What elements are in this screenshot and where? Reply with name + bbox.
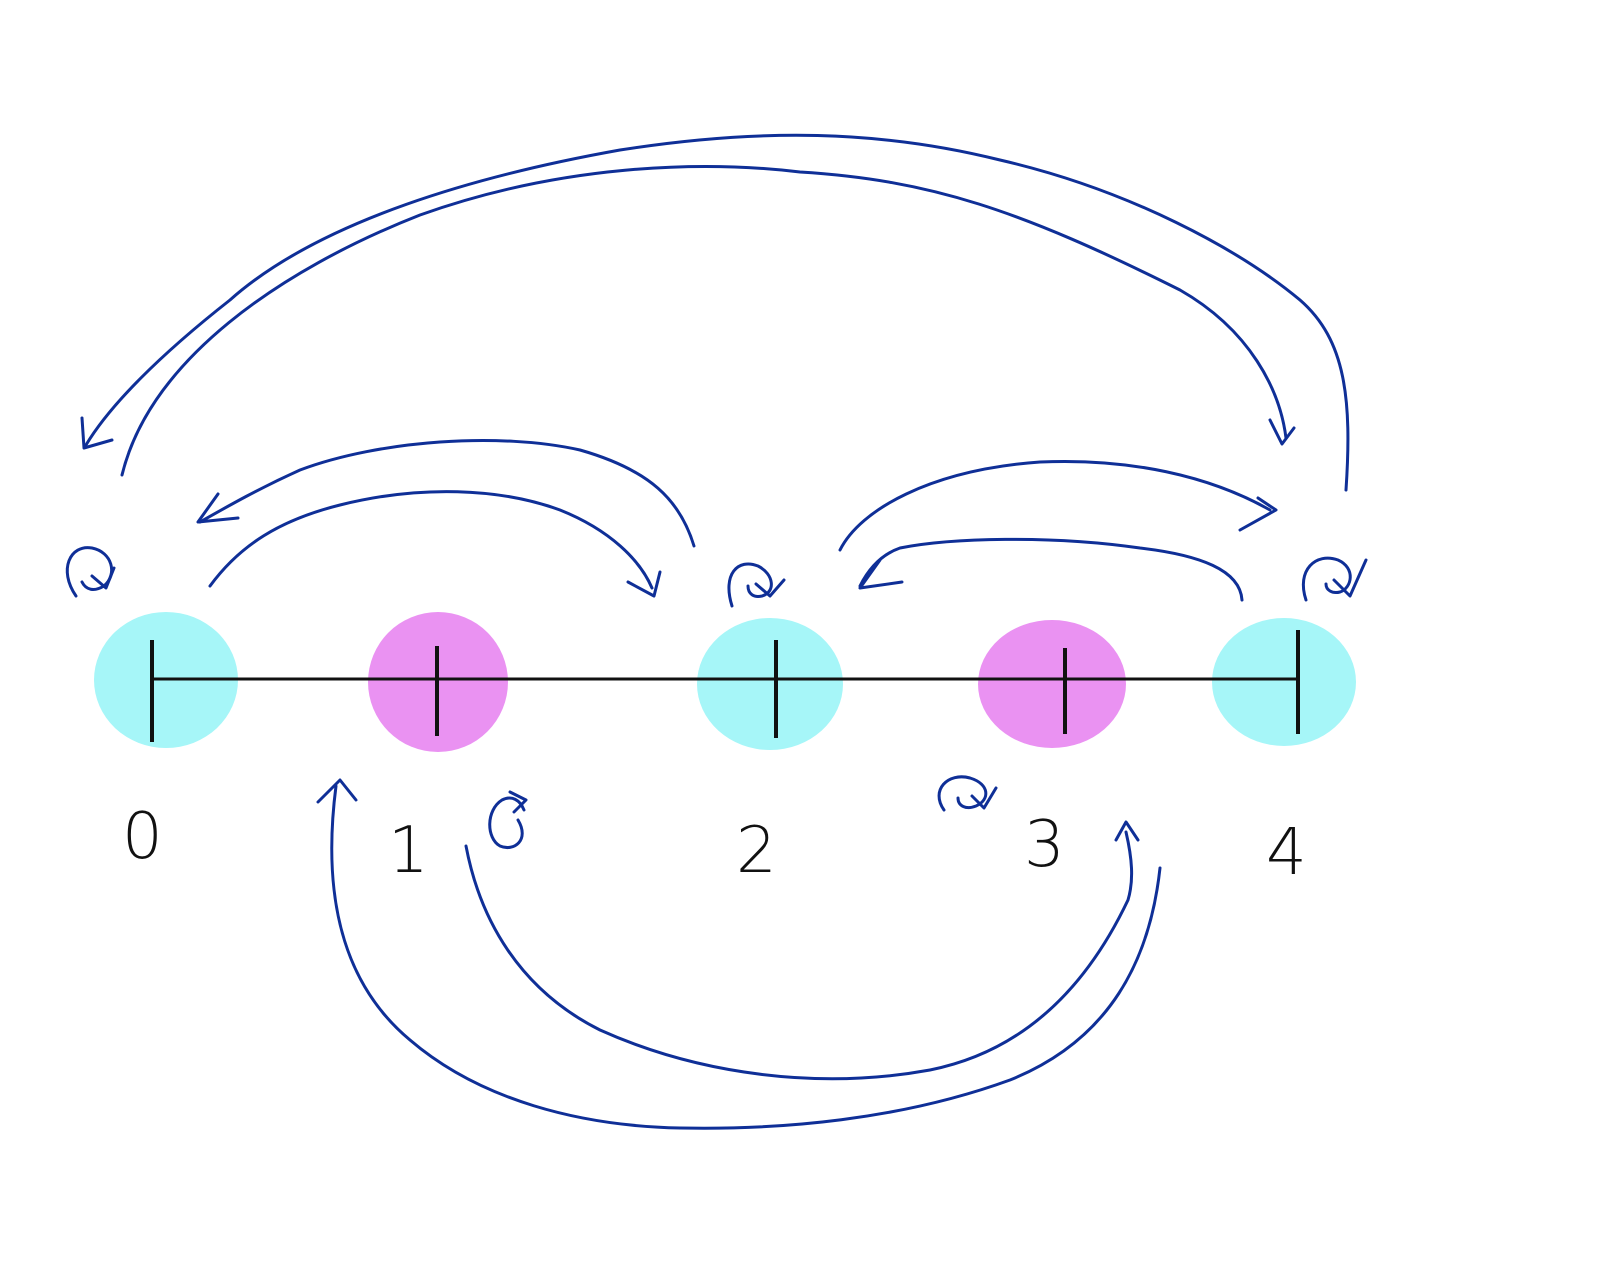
state-blobs (94, 612, 1356, 752)
arrow-0-to-4-head (1268, 418, 1296, 446)
self-loop-3-head (970, 786, 998, 810)
arrow-2-to-0-head (196, 492, 240, 524)
self-loop-2-head (754, 578, 786, 598)
arrow-0-to-2-head (626, 570, 662, 598)
state-blob-2 (697, 618, 843, 750)
state-blob-3 (978, 620, 1126, 748)
arrow-4-to-2 (858, 537, 1244, 602)
state-label-2: 2 (736, 814, 777, 888)
self-loop-1-head (508, 790, 528, 814)
self-loop-2 (727, 562, 773, 608)
arrow-0-to-2 (208, 490, 654, 590)
arrow-1-to-3-head (1114, 820, 1140, 842)
arrow-1-to-3 (464, 830, 1134, 1081)
arrow-2-to-4 (838, 460, 1272, 552)
number-line (150, 630, 1300, 742)
arrow-4-to-0 (84, 133, 1350, 492)
self-loop-0 (65, 546, 114, 598)
self-loop-3 (937, 775, 988, 812)
arrow-2-to-0 (198, 438, 696, 548)
arrow-2-to-4-head (1238, 496, 1278, 532)
self-loop-4 (1301, 556, 1352, 602)
arrow-0-to-4 (120, 165, 1288, 477)
state-label-0: 0 (122, 800, 163, 874)
arrow-3-to-1 (330, 784, 1162, 1130)
self-loop-1 (488, 796, 526, 849)
state-labels: 0 1 2 3 4 (122, 800, 1307, 890)
state-blob-4 (1212, 618, 1356, 746)
arrow-3-to-1-head (316, 778, 358, 804)
state-label-1: 1 (388, 814, 429, 888)
state-label-3: 3 (1024, 808, 1065, 882)
self-loop-0-head (90, 566, 116, 590)
state-label-4: 4 (1266, 816, 1307, 890)
arrow-4-to-2-head (858, 558, 904, 590)
arrow-4-to-0-head (80, 416, 114, 450)
transition-arrows (65, 133, 1368, 1130)
self-loop-4-head (1332, 558, 1368, 598)
